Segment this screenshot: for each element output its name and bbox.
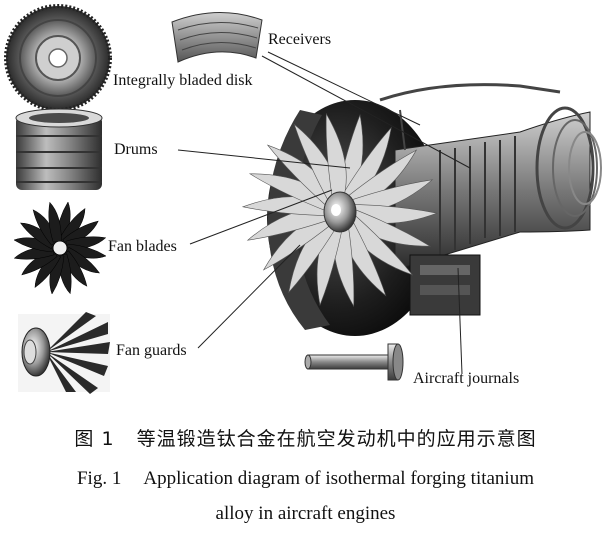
label-fan-guards: Fan guards (116, 342, 187, 359)
fan-guards-image (18, 312, 110, 394)
caption-en-number: Fig. 1 (76, 468, 122, 489)
label-integrally-bladed-disk: Integrally bladed disk (113, 72, 253, 89)
leader-lines (177, 51, 471, 375)
engine-figure (4, 4, 602, 394)
caption-en-text-2: alloy in aircraft engines (215, 503, 396, 524)
fan-blades-image (13, 201, 107, 295)
label-fan-blades: Fan blades (108, 238, 177, 255)
receivers-image (171, 12, 263, 63)
caption-english-line1: Fig. 1 Application diagram of isothermal … (0, 468, 611, 490)
label-receivers: Receivers (268, 31, 332, 48)
label-drums: Drums (114, 141, 158, 158)
caption-english-line2: alloy in aircraft engines (0, 503, 611, 525)
caption-zh-text: 等温锻造钛合金在航空发动机中的应用示意图 (136, 428, 537, 450)
caption-zh-number: 图 1 (74, 428, 115, 450)
caption-en-text-1: Application diagram of isothermal forgin… (143, 468, 534, 489)
drums-image (15, 108, 103, 190)
caption-chinese: 图 1 等温锻造钛合金在航空发动机中的应用示意图 (0, 424, 611, 451)
label-aircraft-journals: Aircraft journals (413, 370, 520, 387)
engine-cutaway-image (241, 83, 602, 336)
blisk-image (4, 4, 112, 112)
journal-image (304, 343, 404, 381)
